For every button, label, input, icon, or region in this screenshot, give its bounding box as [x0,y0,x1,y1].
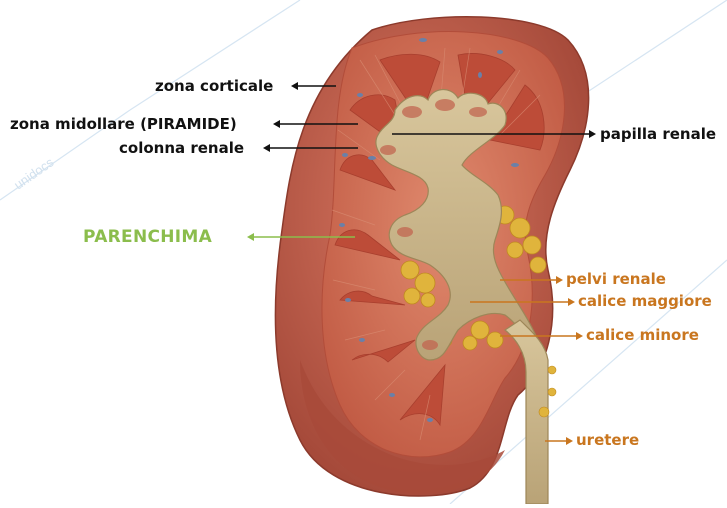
label-calice-minore: calice minore [586,328,699,343]
label-pelvi-renale: pelvi renale [566,272,666,287]
watermark-text: unidocs [11,154,57,192]
label-zona-midollare: zona midollare (PIRAMIDE) [10,117,237,132]
label-papilla-renale: papilla renale [600,127,716,142]
label-calice-maggiore: calice maggiore [578,294,712,309]
label-uretere: uretere [576,433,639,448]
label-colonna-renale: colonna renale [119,141,244,156]
label-zona-corticale: zona corticale [155,79,273,94]
label-parenchima: PARENCHIMA [83,229,212,246]
